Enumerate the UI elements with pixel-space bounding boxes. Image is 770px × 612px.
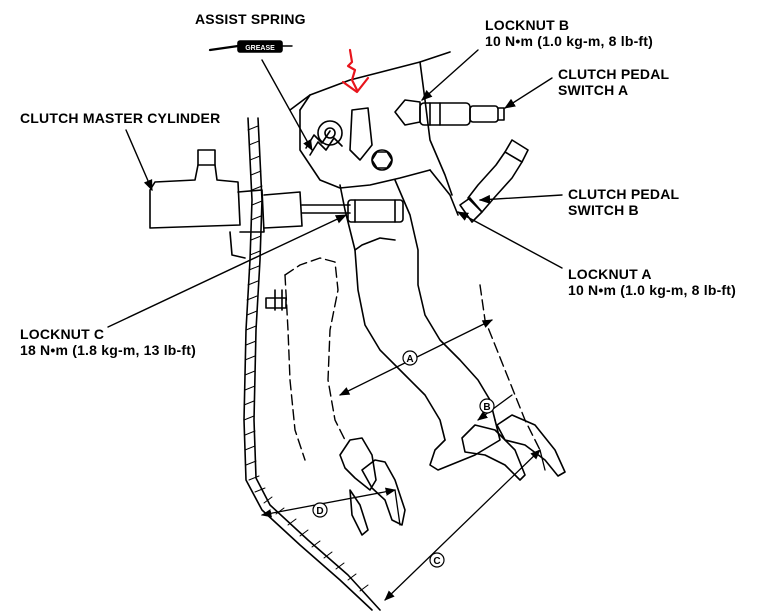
svg-text:D: D: [316, 506, 323, 517]
switch-b-label: CLUTCH PEDAL SWITCH B: [568, 186, 679, 218]
switch-a-line1: CLUTCH PEDAL: [558, 66, 670, 82]
locknut-a-title: LOCKNUT A: [568, 266, 652, 282]
dim-label-b: B: [479, 398, 495, 414]
clutch-pedal-switch-a: [394, 99, 505, 126]
switch-b-line1: CLUTCH PEDAL: [568, 186, 680, 202]
dim-label-a: A: [402, 350, 418, 366]
locknut-b-torque: 10 N•m (1.0 kg-m, 8 lb-ft): [485, 33, 654, 49]
locknut-c-torque: 18 N•m (1.8 kg-m, 13 lb-ft): [20, 342, 197, 358]
clutch-master-cylinder: [149, 149, 404, 259]
clutch-pedal-pad: [461, 414, 566, 481]
locknut-a-label: LOCKNUT A 10 N•m (1.0 kg-m, 8 lb-ft): [568, 266, 736, 298]
switch-b-line2: SWITCH B: [568, 202, 639, 218]
red-arrow-marker: [341, 48, 370, 94]
brake-pedal-dashed: [284, 257, 541, 461]
dim-label-d: D: [312, 502, 328, 518]
svg-text:B: B: [483, 402, 490, 413]
firewall-panel: [243, 117, 381, 611]
grease-tube-icon: [208, 40, 293, 53]
svg-text:C: C: [433, 556, 440, 567]
locknut-c-title: LOCKNUT C: [20, 326, 105, 342]
switch-a-line2: SWITCH A: [558, 82, 629, 98]
clutch-pedal-switch-b: [459, 139, 529, 223]
grease-label: GREASE: [245, 45, 275, 52]
switch-a-label: CLUTCH PEDAL SWITCH A: [558, 66, 669, 98]
pedal-bracket: [289, 51, 459, 216]
assist-spring-label: ASSIST SPRING: [195, 11, 306, 27]
svg-text:A: A: [406, 354, 413, 365]
locknut-b-title: LOCKNUT B: [485, 17, 570, 33]
locknut-c-label: LOCKNUT C 18 N•m (1.8 kg-m, 13 lb-ft): [20, 326, 196, 358]
locknut-a-torque: 10 N•m (1.0 kg-m, 8 lb-ft): [568, 282, 737, 298]
master-cylinder-label: CLUTCH MASTER CYLINDER: [20, 110, 221, 126]
locknut-b-label: LOCKNUT B 10 N•m (1.0 kg-m, 8 lb-ft): [485, 17, 653, 49]
clutch-pedal-arm: [339, 179, 501, 471]
leader-lines: [107, 49, 563, 328]
brake-pedal-pad: [339, 437, 406, 536]
locknut-c-hardware: [265, 289, 287, 311]
dim-label-c: C: [429, 552, 445, 568]
